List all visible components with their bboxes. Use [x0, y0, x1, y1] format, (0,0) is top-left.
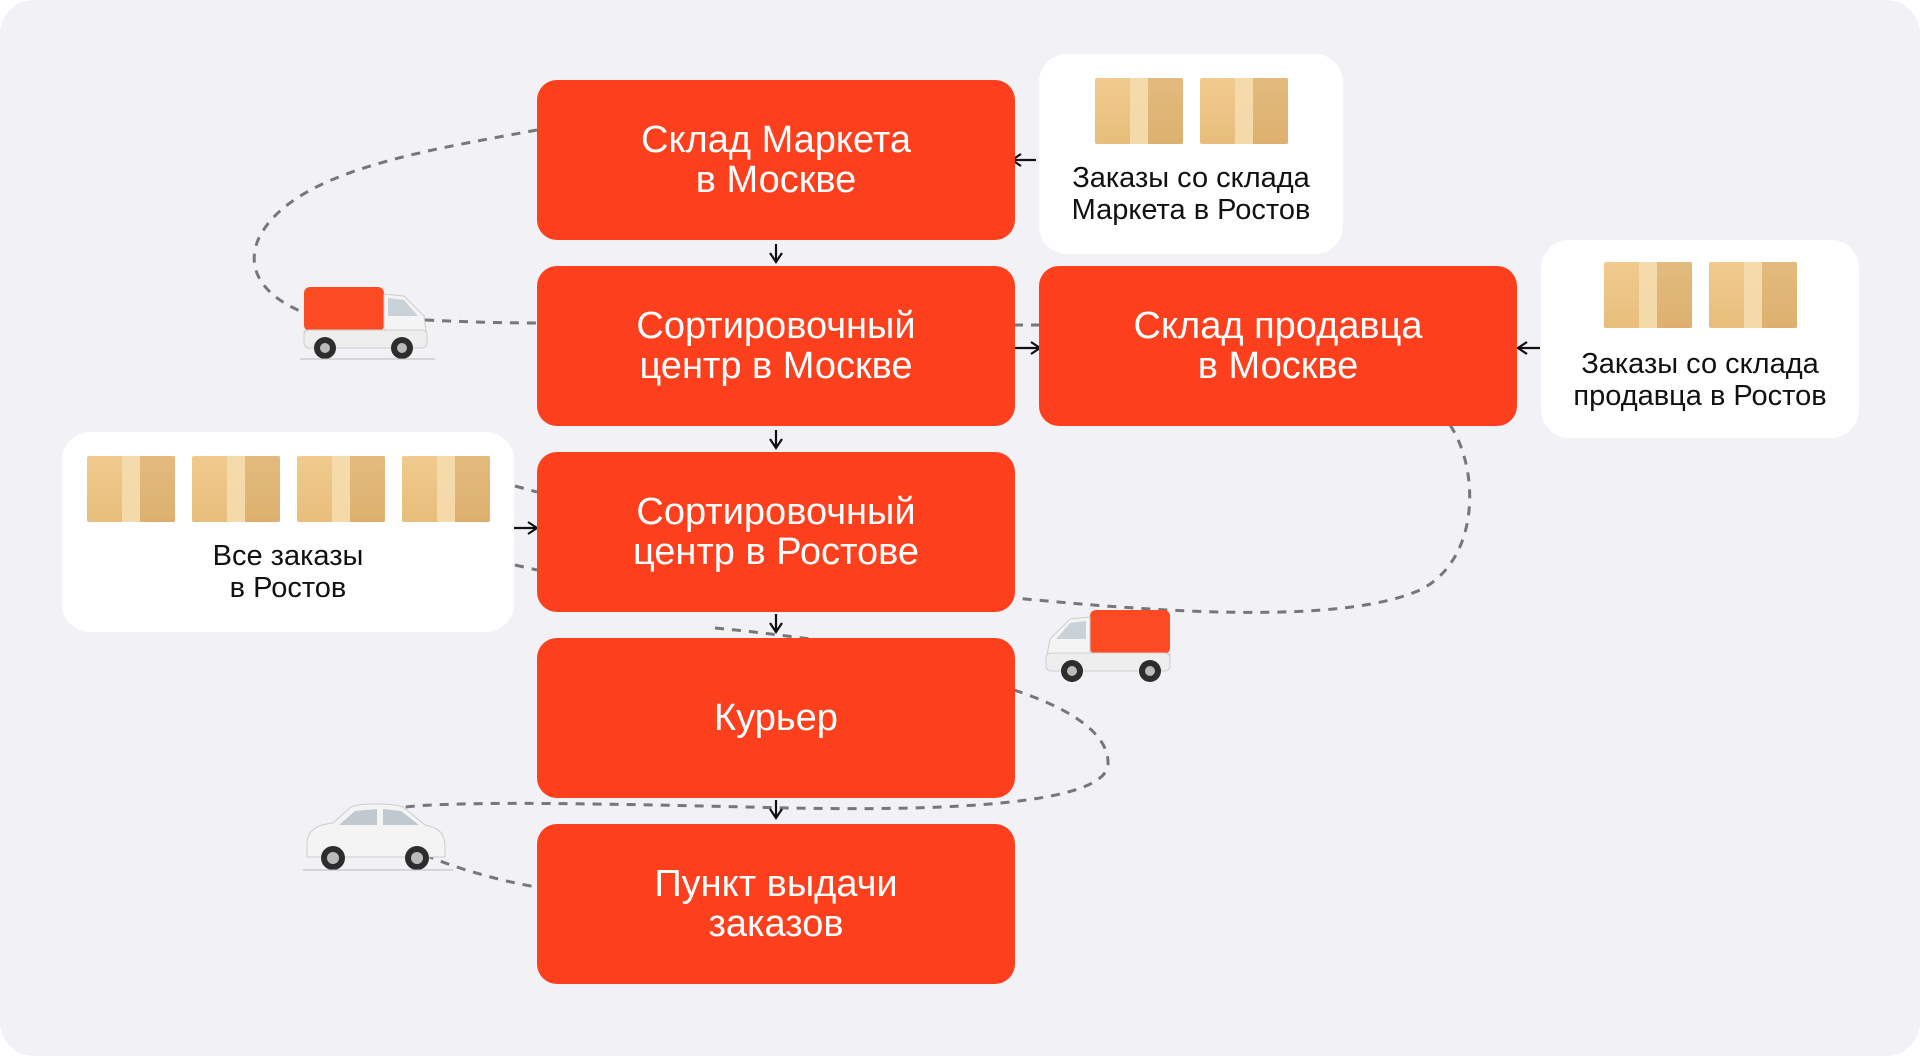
- card-seller-orders-label: Заказы со склада продавца в Ростов: [1573, 348, 1827, 412]
- card-market-orders: Заказы со склада Маркета в Ростов: [1039, 54, 1343, 254]
- card-all-orders-label: Все заказы в Ростов: [212, 540, 364, 604]
- delivery-van-icon: [300, 287, 435, 360]
- parcel-box-icon: [86, 456, 175, 522]
- parcel-box-icon: [191, 456, 280, 522]
- card-all-orders: Все заказы в Ростов: [62, 432, 514, 632]
- route-courier-to-pickup: [397, 688, 1110, 811]
- node-courier: Курьер: [537, 638, 1015, 798]
- delivery-van-icon: [1045, 610, 1171, 682]
- parcel-box-icon: [1708, 262, 1797, 328]
- route-market-to-moscow-sort: [252, 128, 538, 320]
- node-sort-center-rostov: Сортировочный центр в Ростове: [537, 452, 1015, 612]
- route-all-to-rostov-bottom: [514, 563, 538, 572]
- card-seller-orders: Заказы со склада продавца в Ростов: [1541, 240, 1859, 438]
- route-seller-to-rostov: [1014, 424, 1472, 614]
- parcel-group: [86, 456, 490, 522]
- car-icon: [303, 803, 453, 871]
- node-pickup-point: Пункт выдачи заказов: [537, 824, 1015, 984]
- parcel-box-icon: [1603, 262, 1692, 328]
- route-all-to-rostov-top: [514, 484, 538, 494]
- parcel-box-icon: [296, 456, 385, 522]
- parcel-box-icon: [1199, 78, 1288, 144]
- parcel-box-icon: [401, 456, 490, 522]
- node-seller-warehouse: Склад продавца в Москве: [1039, 266, 1517, 426]
- parcel-box-icon: [1094, 78, 1183, 144]
- route-car-to-pickup: [424, 853, 538, 889]
- card-market-orders-label: Заказы со склада Маркета в Ростов: [1071, 162, 1311, 226]
- route-van-to-moscow-sort: [424, 318, 538, 325]
- parcel-group: [1603, 262, 1797, 328]
- node-market-warehouse: Склад Маркета в Москве: [537, 80, 1015, 240]
- parcel-group: [1094, 78, 1288, 144]
- node-sort-center-moscow: Сортировочный центр в Москве: [537, 266, 1015, 426]
